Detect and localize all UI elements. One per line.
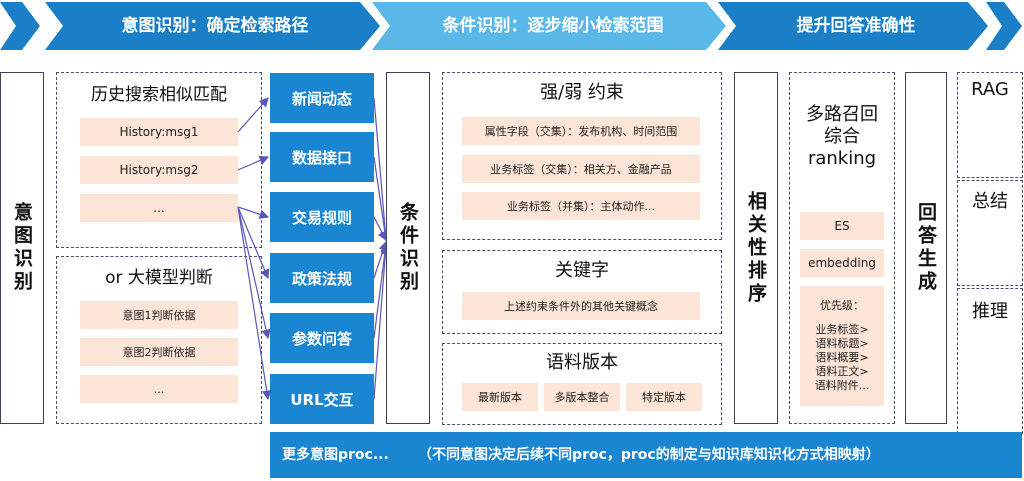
priority-item: 语料标题> — [815, 337, 869, 350]
banner-step2-shape — [372, 2, 726, 50]
banner-start-chevron — [0, 2, 40, 50]
priority-item: 语料附件... — [814, 379, 870, 392]
ranking-embedding-item: embedding — [800, 249, 884, 277]
answer-side-label: 回答生成 — [905, 72, 947, 424]
banner-end-chevron — [986, 2, 1022, 50]
arrow-msg2-data — [237, 155, 270, 171]
banner-step1-label: 意图识别：确定检索路径 — [121, 16, 309, 36]
constraints-box — [442, 72, 722, 240]
intent-side-label: 意图识别 — [0, 72, 44, 424]
keywords-box — [442, 250, 722, 334]
proc-data-api-button: 数据接口 — [270, 132, 374, 182]
answer-option-reasoning: 推理 — [957, 288, 1023, 434]
arrow-qa-cond — [373, 242, 390, 339]
arrow-etc-url — [237, 206, 272, 401]
ranking-side-label: 相关性排序 — [734, 72, 778, 424]
arrow-data-cond — [373, 156, 390, 242]
ranking-title-line3: ranking — [807, 148, 877, 169]
arrow-rules-cond — [373, 216, 387, 242]
banner-step1-shape — [45, 2, 380, 50]
priority-item: 业务标签> — [815, 323, 869, 336]
arrow-etc-rules — [237, 206, 270, 219]
history-item: History:msg2 — [80, 156, 238, 184]
intent-side-text: 意图识别 — [11, 202, 33, 294]
answer-side-text: 回答生成 — [915, 202, 937, 294]
keyword-item: 上述约束条件外的其他关键概念 — [462, 292, 700, 320]
banner-step3-label: 提升回答准确性 — [796, 16, 916, 36]
banner-chevrons — [0, 2, 1022, 50]
llm-judge-title: or 大模型判断 — [105, 268, 213, 288]
proc-param-qa-button: 参数问答 — [270, 313, 374, 363]
ranking-side-text: 相关性排序 — [745, 190, 767, 306]
answer-option-rag: RAG — [957, 72, 1023, 178]
corpus-version-title: 语料版本 — [546, 352, 618, 373]
history-item: ... — [80, 194, 238, 222]
constraint-item: 业务标签（并集）：主体动作... — [462, 192, 700, 220]
banner-step3-shape — [718, 2, 988, 50]
keywords-title: 关键字 — [555, 260, 609, 281]
condition-side-text: 条件识别 — [397, 202, 419, 294]
ranking-es-item: ES — [800, 212, 884, 240]
llm-item: 意图2判断依据 — [80, 338, 238, 366]
llm-item: ... — [80, 375, 238, 403]
history-match-title: 历史搜索相似匹配 — [91, 85, 227, 105]
ranking-title-line2: 综合 — [824, 126, 860, 147]
priority-title: 优先级： — [820, 299, 864, 312]
priority-item: 语料正文> — [815, 365, 869, 378]
ranking-title-line1: 多路召回 — [806, 104, 878, 125]
proc-news-button: 新闻动态 — [270, 73, 374, 123]
arrow-etc-qa — [237, 206, 271, 340]
more-proc-bar: 更多意图proc... （不同意图决定后续不同proc，proc的制定与知识库知… — [270, 432, 1022, 478]
banner-step2-label: 条件识别：逐步缩小检索范围 — [442, 16, 664, 36]
corpus-version-box — [442, 343, 722, 425]
ranking-title: 多路召回 综合 ranking — [789, 104, 895, 170]
constraint-item: 属性字段（交集）：发布机构、时间范围 — [462, 117, 700, 145]
ranking-box — [789, 72, 895, 424]
priority-panel: 优先级： 业务标签> 语料标题> 语料概要> 语料正文> 语料附件... — [800, 286, 884, 406]
proc-trading-rules-button: 交易规则 — [270, 192, 374, 242]
arrow-news-cond — [373, 97, 391, 242]
arrow-url-cond — [373, 244, 391, 400]
constraint-item: 业务标签（交集）：相关方、金融产品 — [462, 155, 700, 183]
history-item: History:msg1 — [80, 118, 238, 146]
arrow-etc-policy — [237, 206, 270, 280]
arrow-msg1-news — [237, 97, 269, 133]
corpus-version-item: 多版本整合 — [544, 383, 620, 411]
proc-url-button: URL交互 — [270, 374, 374, 424]
proc-policy-button: 政策法规 — [270, 253, 374, 303]
llm-judge-box — [56, 256, 262, 424]
constraints-title: 强/弱 约束 — [540, 82, 624, 103]
answer-option-summary: 总结 — [957, 180, 1023, 286]
process-banner: 意图识别：确定检索路径 条件识别：逐步缩小检索范围 提升回答准确性 — [0, 0, 1024, 52]
llm-item: 意图1判断依据 — [80, 301, 238, 329]
priority-item: 语料概要> — [815, 351, 869, 364]
condition-side-label: 条件识别 — [386, 72, 430, 424]
corpus-version-item: 最新版本 — [462, 383, 538, 411]
corpus-version-item: 特定版本 — [626, 383, 702, 411]
